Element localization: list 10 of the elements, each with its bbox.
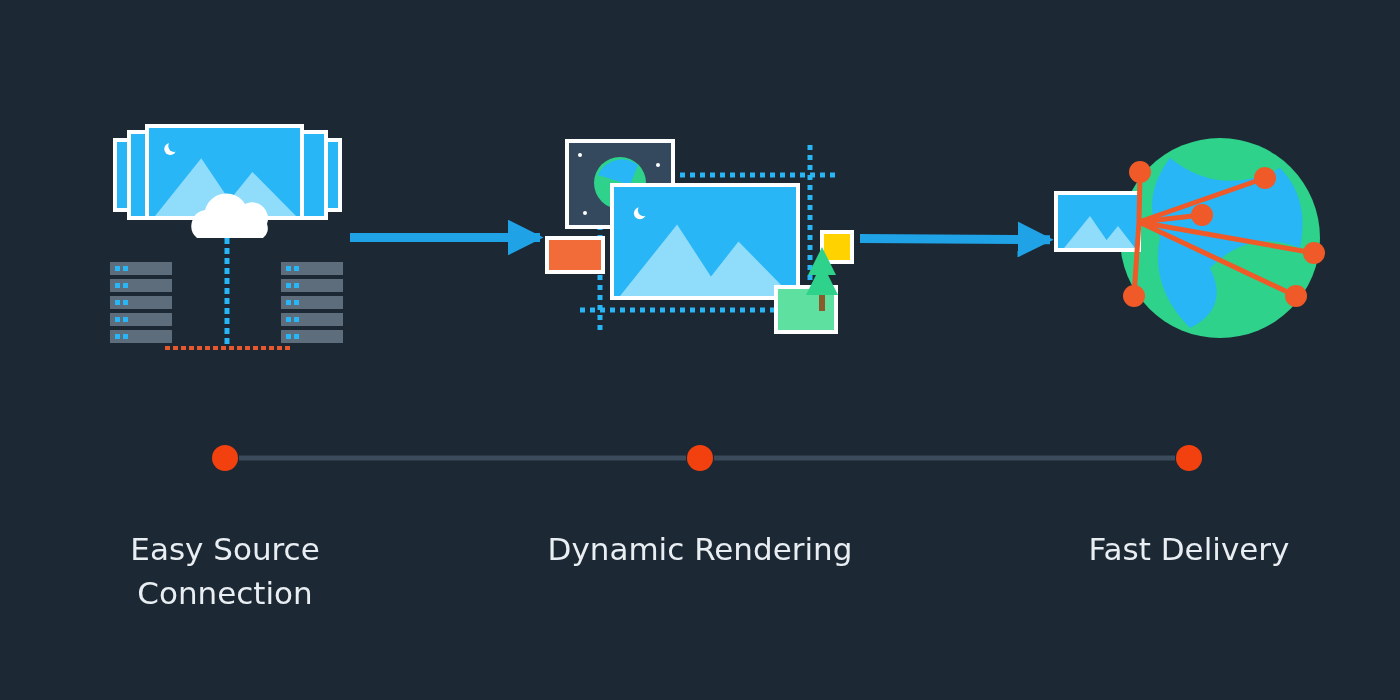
step-label: Fast Delivery bbox=[1087, 530, 1291, 569]
step-label: Dynamic Rendering bbox=[546, 530, 854, 569]
arrow bbox=[350, 219, 544, 256]
timeline-dot bbox=[686, 444, 714, 472]
timeline-line bbox=[239, 455, 686, 461]
arrow bbox=[859, 221, 1054, 258]
step-label: Easy Source Connection bbox=[129, 530, 321, 613]
timeline-line bbox=[714, 455, 1175, 461]
timeline-dot bbox=[1175, 444, 1203, 472]
timeline-dot bbox=[211, 444, 239, 472]
